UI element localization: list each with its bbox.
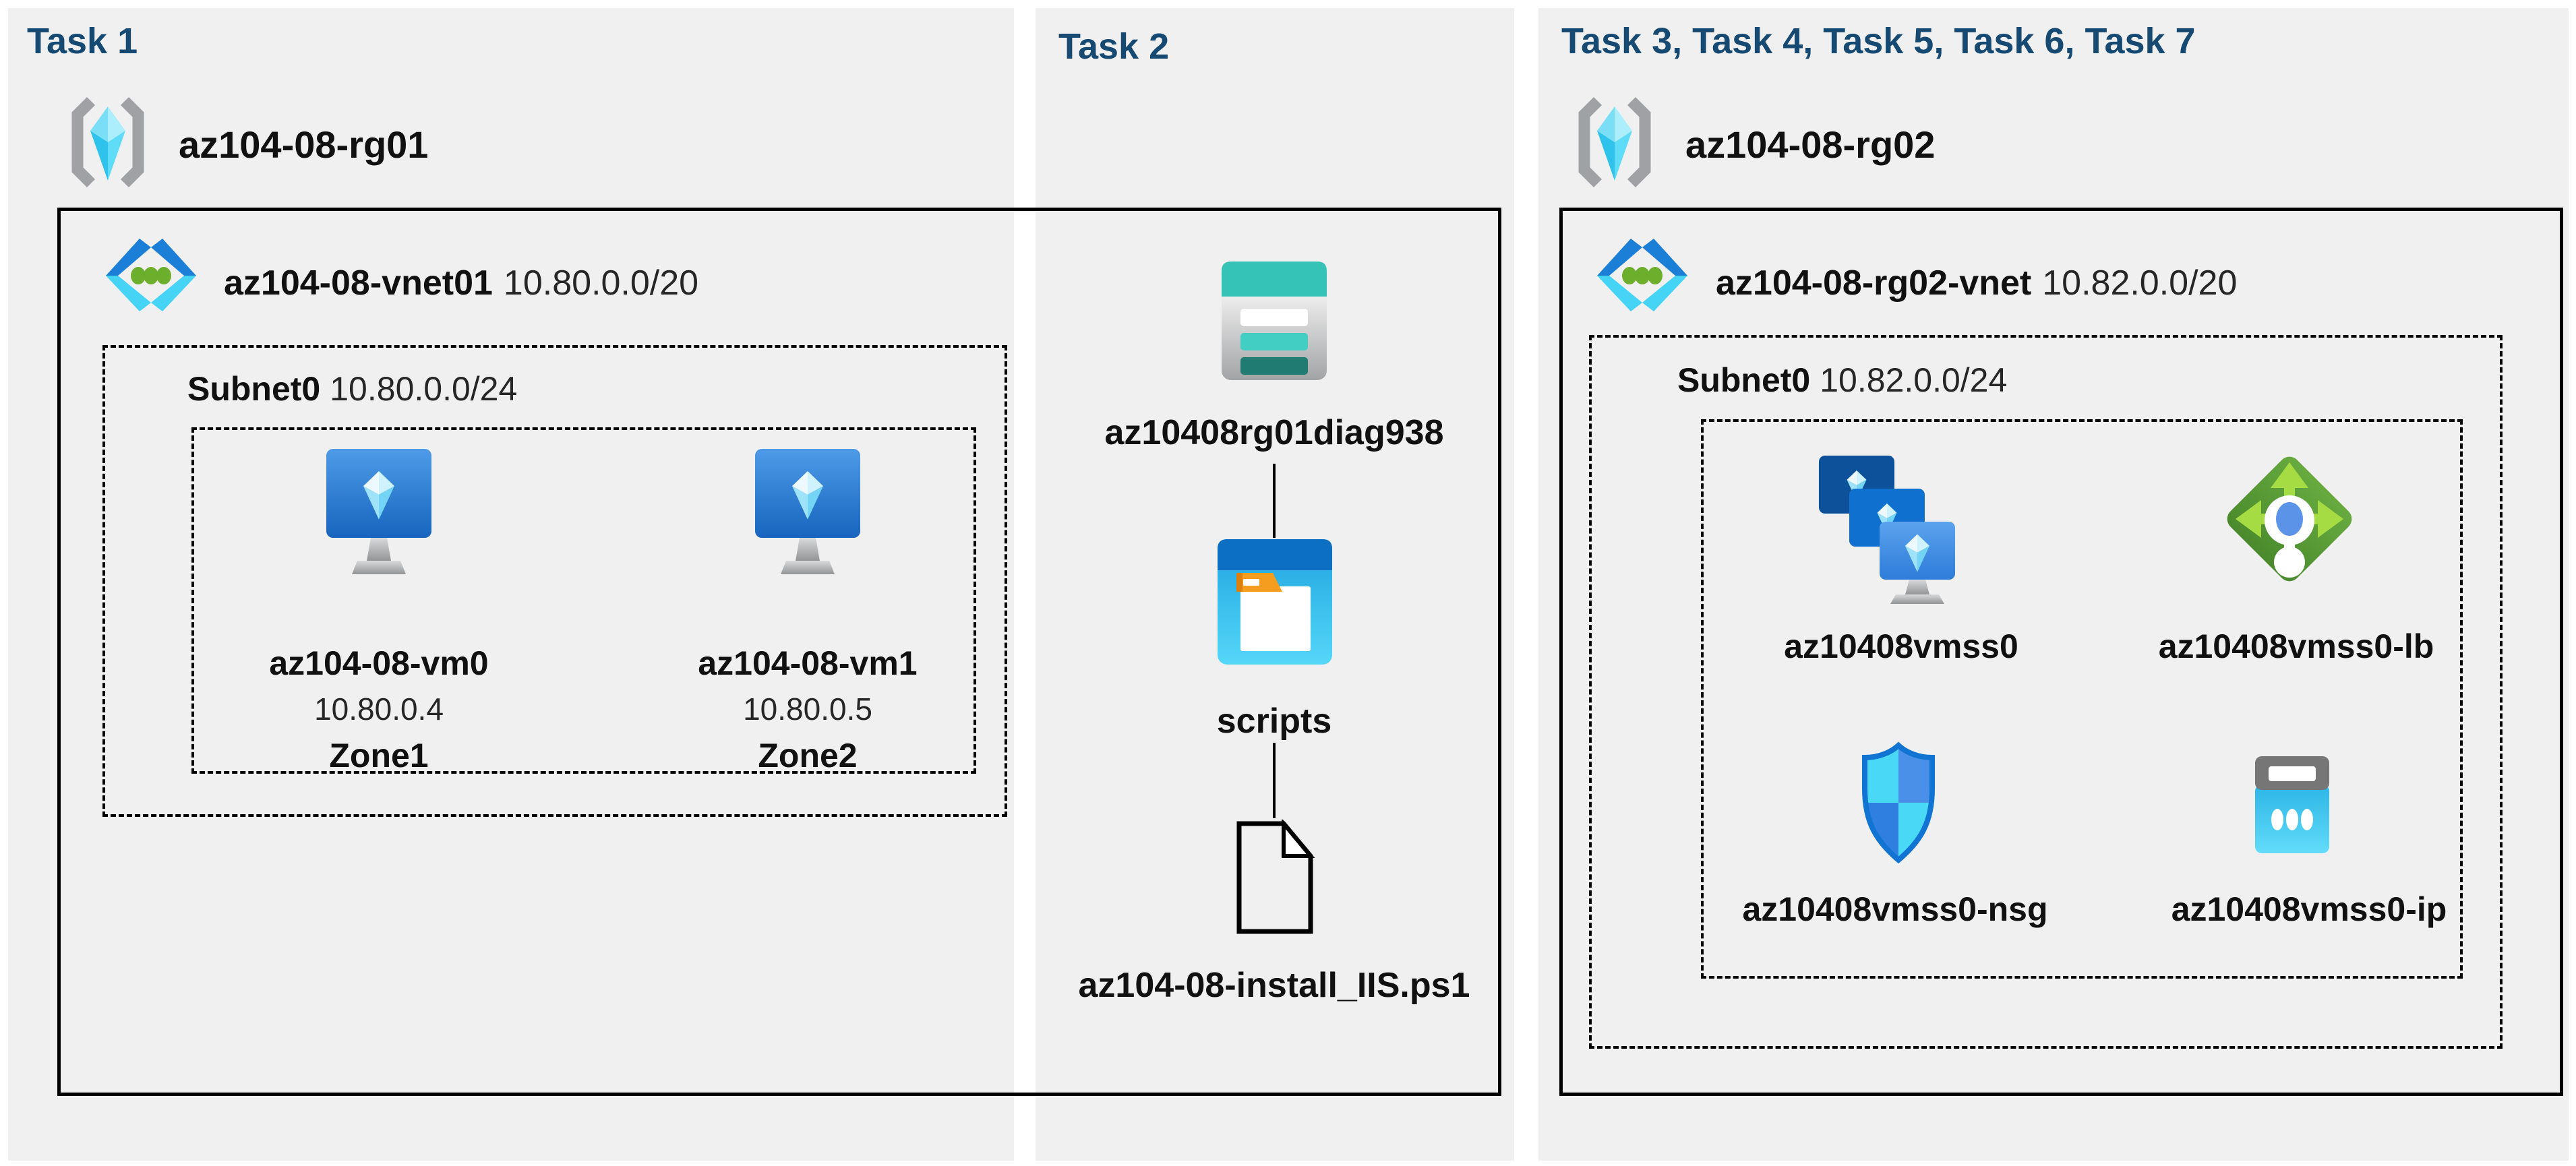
- virtual-machine-icon: [755, 449, 860, 574]
- virtual-network-icon: [1597, 239, 1687, 311]
- rg01-label: az104-08-rg01: [179, 123, 428, 166]
- subnet0-box-rg01: [102, 345, 1007, 817]
- resource-group-icon: [71, 96, 144, 188]
- vnet01-name: az104-08-vnet01: [224, 264, 493, 303]
- container-label: scripts: [1216, 702, 1332, 741]
- resource-group-icon: [1578, 96, 1651, 188]
- task1-title: Task 1: [27, 21, 138, 61]
- vm1-name: az104-08-vm1: [698, 644, 918, 682]
- public-ip-icon: [2255, 756, 2329, 853]
- rg02-name: az104-08-rg02: [1685, 123, 1936, 166]
- network-security-group-icon: [1862, 741, 1935, 864]
- nsg-label: az10408vmss0-nsg: [1742, 890, 2048, 928]
- connector-storage-to-container: [1273, 464, 1276, 538]
- vm0-name: az104-08-vm0: [269, 644, 489, 682]
- rg02-vnet-boundary-box: [1559, 208, 2563, 1096]
- subnet0-name-rg01: Subnet0: [187, 370, 321, 408]
- vm0-ip: 10.80.0.4: [314, 692, 444, 727]
- task3-title: Task 3, Task 4, Task 5, Task 6, Task 7: [1561, 21, 2196, 61]
- load-balancer-icon: [2227, 456, 2352, 582]
- vm1-zone: Zone2: [758, 737, 858, 774]
- script-file-label: az104-08-install_IIS.ps1: [1078, 966, 1470, 1005]
- virtual-machine-icon: [326, 449, 431, 574]
- rg02-vnet-cidr: 10.82.0.0/20: [2042, 264, 2238, 303]
- rg02-vnet-label: az104-08-rg02-vnet 10.82.0.0/20: [1716, 263, 2237, 303]
- connector-container-to-file: [1273, 743, 1276, 818]
- load-balancer-label: az10408vmss0-lb: [2158, 627, 2434, 665]
- storage-account-label: az10408rg01diag938: [1104, 413, 1444, 452]
- task2-title: Task 2: [1058, 26, 1170, 67]
- panel-task1: [8, 8, 1014, 1161]
- vm0-zone: Zone1: [329, 737, 429, 774]
- public-ip-label: az10408vmss0-ip: [2171, 890, 2447, 928]
- blob-container-icon: [1218, 539, 1332, 665]
- virtual-network-icon: [106, 239, 196, 311]
- vmss-resources-box: [1701, 419, 2463, 979]
- subnet0-name-rg02: Subnet0: [1677, 361, 1811, 399]
- vm-scale-set-icon: [1819, 456, 1955, 604]
- vnet01-cidr: 10.80.0.0/20: [503, 264, 699, 303]
- script-file-icon: [1236, 820, 1315, 934]
- vmss-label: az10408vmss0: [1784, 627, 2018, 665]
- storage-account-icon: [1222, 262, 1327, 380]
- subnet0-cidr-rg01: 10.80.0.0/24: [330, 370, 518, 408]
- vnet01-label: az104-08-vnet01 10.80.0.0/20: [224, 263, 698, 303]
- subnet0-box-rg02: [1589, 335, 2503, 1049]
- panel-task3: [1538, 8, 2569, 1161]
- vnet01-boundary-box: [57, 208, 1501, 1096]
- availability-zones-box: [191, 427, 976, 774]
- rg02-vnet-name: az104-08-rg02-vnet: [1716, 264, 2032, 303]
- rg02-label: az104-08-rg02: [1685, 123, 1935, 166]
- subnet0-cidr-rg02: 10.82.0.0/24: [1820, 361, 2008, 399]
- vm1-ip: 10.80.0.5: [743, 692, 872, 727]
- rg01-name: az104-08-rg01: [179, 123, 429, 166]
